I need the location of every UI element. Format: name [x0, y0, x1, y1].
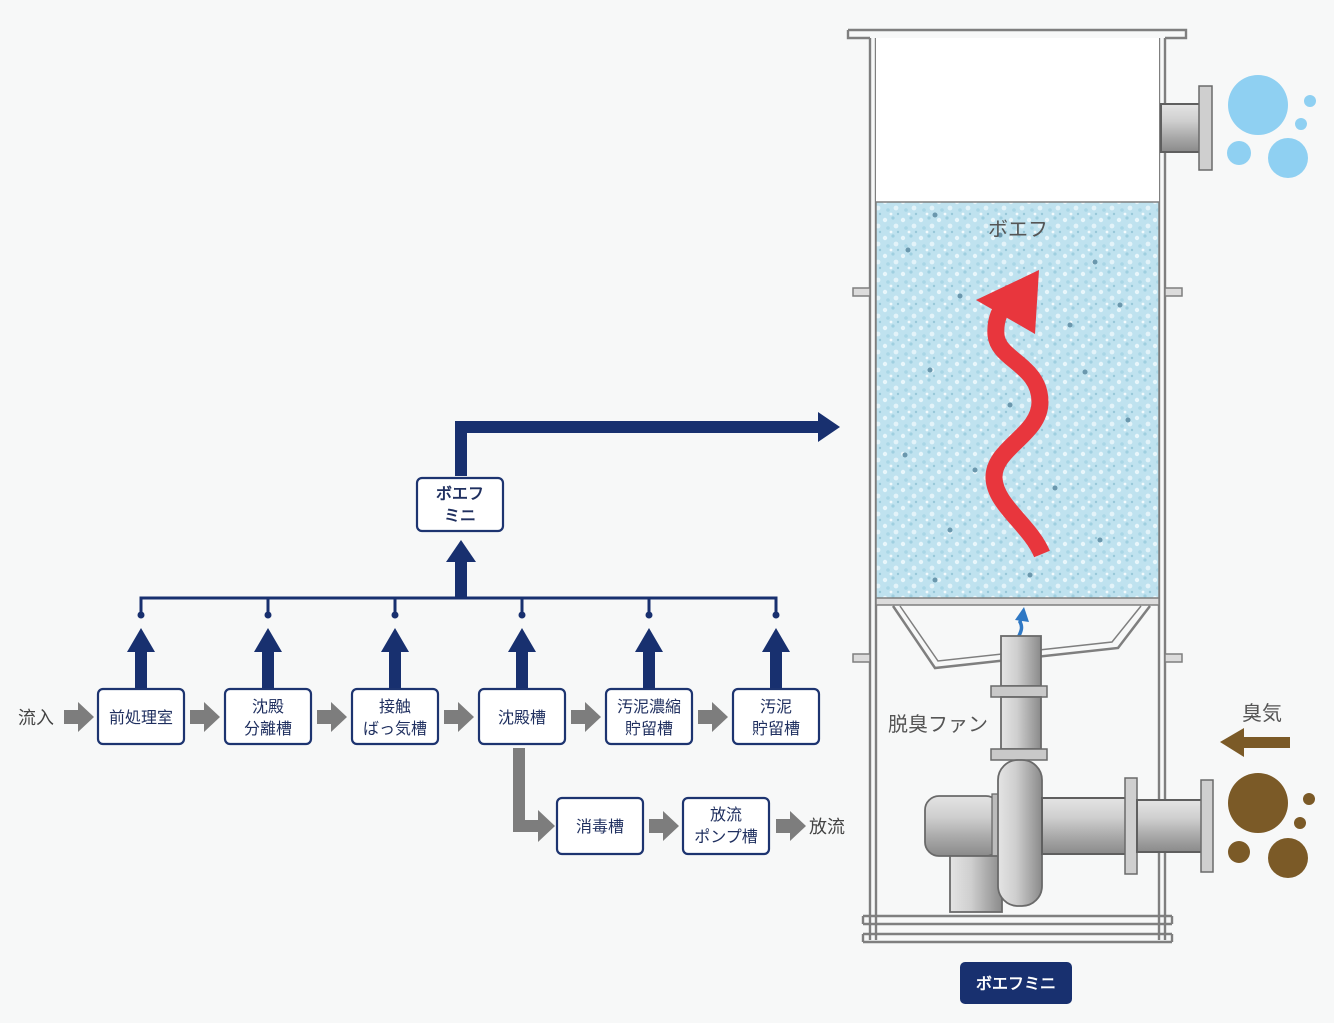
svg-text:ばっ気槽: ばっ気槽: [363, 719, 427, 738]
svg-text:沈殿: 沈殿: [252, 697, 284, 716]
svg-text:ミニ: ミニ: [444, 506, 476, 525]
flow-arrow: [444, 702, 474, 732]
process-box-pretreatment: 前処理室: [96, 687, 186, 746]
flow-arrow: [571, 702, 601, 732]
svg-text:放流: 放流: [710, 805, 742, 824]
media-speckles: [902, 212, 1131, 583]
odor-inflow-arrow: [1220, 728, 1290, 757]
collector-unit-box: ボエフ ミニ: [415, 476, 505, 533]
svg-text:前処理室: 前処理室: [109, 708, 173, 727]
flow-arrow: [776, 811, 806, 841]
duct-arrowhead: [818, 412, 840, 442]
fan-ducting: [924, 635, 1214, 913]
flow-arrow: [317, 702, 347, 732]
air-flow-arrow: [985, 284, 1050, 558]
process-box-sedimentation: 沈殿槽: [477, 687, 567, 746]
discharge-label: 放流: [809, 817, 845, 838]
clean-air-bubbles: [1227, 75, 1316, 178]
flow-arrow: [538, 810, 555, 842]
outlet-pipe: [1160, 85, 1213, 171]
svg-text:貯留槽: 貯留槽: [752, 719, 800, 738]
inflow-arrow: [64, 702, 94, 732]
product-badge: ボエフミニ: [960, 962, 1072, 1004]
process-box-contact-aeration: 接触 ばっ気槽: [350, 687, 440, 746]
svg-text:汚泥: 汚泥: [760, 697, 792, 716]
fan-label: 脱臭ファン: [888, 712, 988, 736]
air-flow-arrowhead: [976, 270, 1039, 334]
odor-label: 臭気: [1242, 701, 1282, 725]
collection-header: [137, 596, 780, 619]
flow-arrow: [190, 702, 220, 732]
bofu-media-bed: [875, 201, 1160, 600]
svg-text:分離槽: 分離槽: [244, 719, 292, 738]
svg-text:接触: 接触: [379, 697, 411, 716]
process-box-sedimentation-separation: 沈殿 分離槽: [223, 687, 313, 746]
duct-to-tank: [455, 421, 820, 476]
svg-text:ポンプ槽: ポンプ槽: [694, 827, 758, 846]
media-label: ボエフ: [988, 217, 1048, 241]
svg-text:沈殿槽: 沈殿槽: [498, 708, 546, 727]
process-box-disinfection: 消毒槽: [555, 796, 645, 856]
odor-bubbles: [1228, 773, 1315, 878]
process-box-discharge-pump: 放流 ポンプ槽: [681, 796, 771, 856]
process-flow: 流入 前処理室 沈殿 分離槽 接触 ばっ気槽 沈殿槽 汚泥濃縮 貯留槽: [18, 412, 845, 856]
support-grid: [875, 597, 1160, 606]
svg-text:ボエフ: ボエフ: [436, 484, 484, 503]
inflow-label: 流入: [18, 708, 54, 729]
svg-text:貯留槽: 貯留槽: [625, 719, 673, 738]
wall-brackets: [852, 287, 1183, 663]
flow-arrow: [649, 811, 679, 841]
flow-arrow: [698, 702, 728, 732]
svg-text:ボエフミニ: ボエフミニ: [976, 974, 1056, 993]
deodorization-tank: ボエフ 脱臭ファン 臭気: [846, 28, 1316, 944]
process-box-sludge-thickening: 汚泥濃縮 貯留槽: [604, 687, 694, 746]
branch-flow-line: [513, 748, 540, 832]
odor-collection-arrows: [127, 628, 790, 688]
svg-text:汚泥濃縮: 汚泥濃縮: [617, 697, 681, 716]
process-box-sludge-storage: 汚泥 貯留槽: [731, 687, 821, 746]
up-arrow-to-unit: [446, 540, 476, 598]
svg-text:消毒槽: 消毒槽: [576, 817, 624, 836]
